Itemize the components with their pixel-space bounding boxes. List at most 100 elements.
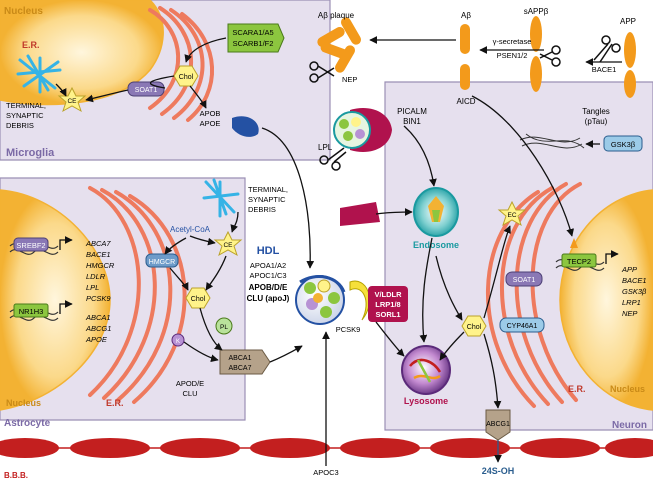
apod-label: APOD/E [176,379,204,388]
svg-text:APOE: APOE [85,335,108,344]
svg-text:ABCA1: ABCA1 [229,355,252,362]
app-fragment-1 [530,56,542,92]
ptau-label: (pTau) [585,117,608,126]
svg-text:LRP1: LRP1 [622,298,641,307]
svg-text:TECP2: TECP2 [567,257,591,266]
astro-ce: CE [213,230,243,257]
aicd-label: AICD [456,97,475,106]
astro-debris-label-2: SYNAPTIC [248,195,286,204]
microglia-debris-label-2: SYNAPTIC [6,111,44,120]
svg-text:HMGCR: HMGCR [149,259,175,266]
hdl-apo-3: APOB/D/E [249,283,288,292]
ab-plaque-label: Aβ plaque [318,11,355,20]
neuron-label: Neuron [612,420,647,431]
astro-debris-icon [202,178,240,218]
svg-text:ABCA7: ABCA7 [85,239,111,248]
ab-peptide [460,24,470,54]
nep-scissors-icon [309,61,335,83]
nr1h3-gene: NR1H3 [9,300,73,321]
sappb-label: sAPPβ [524,7,549,16]
svg-text:EC: EC [507,212,516,219]
ab-label: Aβ [461,11,471,20]
acetyl-coa-label: Acetyl-CoA [170,225,211,234]
lpl-label: LPL [318,143,333,152]
svg-text:CYP46A1: CYP46A1 [507,323,538,330]
neuron-chol: Chol [461,315,487,337]
abca-transporter: ABCA1 ABCA7 [219,349,271,375]
scarb-label: SCARB1/F2 [233,39,274,48]
hdl-label: HDL [257,245,280,257]
svg-text:CE: CE [67,98,77,105]
srebf2-gene: SREBF2 [9,236,73,255]
k-molecule: K [171,333,185,347]
svg-text:PCSK9: PCSK9 [86,294,111,303]
clu-label: CLU [182,389,197,398]
microglia-debris-label-1: TERMINAL, [6,101,46,110]
svg-text:NEP: NEP [622,309,637,318]
hdl-apo-2: APOC1/C3 [249,271,286,280]
lysosome [401,345,451,395]
apob-label: APOB [200,109,221,118]
tecp2-gene: TECP2 [555,238,619,271]
hdl-apo-4: CLU (apoJ) [247,294,290,303]
astro-debris-label-1: TERMINAL, [248,185,288,194]
app-label: APP [620,17,636,26]
lysosome-label: Lysosome [404,396,448,406]
astro-chol: Chol [185,287,211,309]
hmgcr-enzyme: HMGCR [145,253,179,268]
neuron-nucleus [559,189,653,411]
microglia-secretion-pore [232,116,259,137]
ab-plaque [317,17,361,73]
svg-text:LRP1/8: LRP1/8 [375,300,400,309]
microglia-label: Microglia [6,147,55,159]
neuron-ec: EC [497,200,527,227]
svg-text:LPL: LPL [86,283,99,292]
microglia-soat1: SOAT1 [127,81,165,97]
svg-text:CE: CE [223,242,233,249]
svg-text:Chol: Chol [179,74,194,81]
app-tail [624,70,636,98]
psen-label: PSEN1/2 [497,51,528,60]
debris-icon [16,54,62,94]
neuron-targets: APP BACE1 GSK3β LRP1 NEP [621,265,647,318]
bace1-scissors-icon [593,35,621,63]
pl-molecule: PL [215,317,233,335]
svg-text:ABCG1: ABCG1 [486,421,510,428]
svg-text:V/LDLR: V/LDLR [374,290,402,299]
astrocyte-er [88,186,187,404]
svg-text:NR1H3: NR1H3 [19,307,44,316]
svg-text:Chol: Chol [191,296,206,303]
svg-text:SREBF2: SREBF2 [16,241,45,250]
endosome-label: Endosome [413,240,459,250]
astrocyte-cell [0,177,246,421]
svg-text:BACE1: BACE1 [622,276,647,285]
svg-text:HMGCR: HMGCR [86,261,115,270]
astrocyte-label: Astrocyte [4,418,51,429]
microglia-nucleus-label: Nucleus [4,6,43,17]
srebf2-targets: ABCA7 BACE1 HMGCR LDLR LPL PCSK9 [85,239,115,303]
microglia-er-label: E.R. [22,40,40,50]
apoe-label: APOE [200,119,221,128]
endocytic-receptor [340,202,380,226]
svg-text:GSK3β: GSK3β [622,287,647,296]
neuron-er-label: E.R. [568,384,586,394]
svg-text:ABCA7: ABCA7 [229,365,252,372]
gsec-label: γ-secretase [493,37,532,46]
sappb-fragment [530,16,542,52]
tangles-icon [519,133,585,149]
svg-text:Chol: Chol [467,324,482,331]
pcsk9-label: PCSK9 [336,325,361,334]
astro-debris-label-3: DEBRIS [248,205,276,214]
svg-text:SORL1: SORL1 [375,310,400,319]
app-protein [624,32,636,68]
svg-text:PL: PL [220,324,228,331]
bace1-label: BACE1 [592,65,617,74]
bbb-label: B.B.B. [4,471,28,480]
tangles-label: Tangles [582,107,610,116]
lpl-complex [333,108,392,152]
gsk3b-kinase: GSK3β [603,135,643,152]
astrocyte-nucleus-label: Nucleus [6,398,41,408]
neuron-nucleus-label: Nucleus [610,384,645,394]
